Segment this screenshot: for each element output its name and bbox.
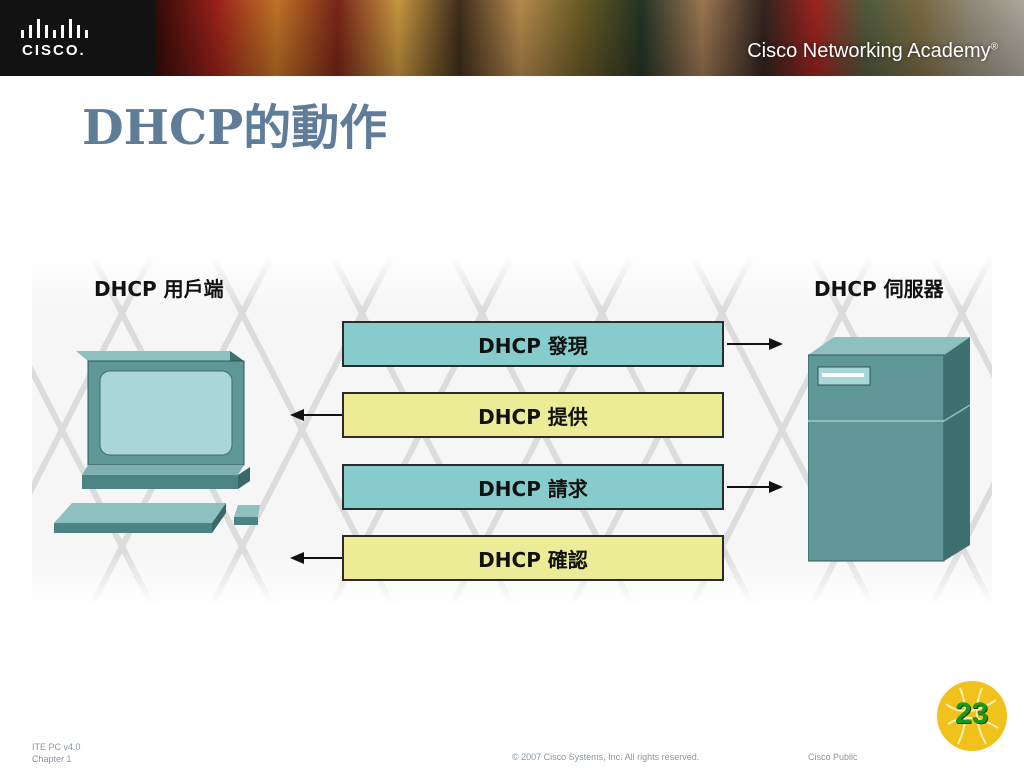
server-icon	[808, 337, 971, 562]
cisco-logo: CISCO.	[20, 18, 100, 62]
server-label: DHCP 伺服器	[814, 277, 944, 301]
dhcp-diagram: DHCP 用戶端 DHCP 伺服器 DHCP 發現 DHCP 提供 DHCP 請…	[32, 255, 992, 605]
banner-photo-strip	[155, 0, 1024, 76]
registered-mark: ®	[990, 41, 998, 53]
slide-title: DHCP的動作	[82, 100, 388, 156]
page-badge-icon	[937, 681, 1007, 751]
pc-client-icon	[54, 351, 260, 533]
arrow-right-icon	[727, 338, 783, 350]
msg-dhcp-discover: DHCP 發現	[342, 321, 724, 367]
msg-dhcp-request: DHCP 請求	[342, 464, 724, 510]
footer-chapter: Chapter 1	[32, 754, 72, 764]
msg-dhcp-ack: DHCP 確認	[342, 535, 724, 581]
cisco-wordmark: CISCO.	[22, 42, 86, 59]
footer-copyright: © 2007 Cisco Systems, Inc. All rights re…	[512, 752, 700, 762]
footer-course-info: ITE PC v4.0 Chapter 1	[32, 741, 81, 765]
academy-name: Cisco Networking Academy®	[747, 40, 998, 63]
msg-dhcp-offer: DHCP 提供	[342, 392, 724, 438]
footer-course: ITE PC v4.0	[32, 742, 81, 752]
arrow-right-icon	[727, 481, 783, 493]
cisco-bars-icon	[21, 19, 88, 38]
client-label: DHCP 用戶端	[94, 277, 224, 301]
header-banner: CISCO. Cisco Networking Academy®	[0, 0, 1024, 76]
page-number: 23	[955, 697, 989, 730]
footer-classification: Cisco Public	[808, 752, 858, 762]
academy-name-text: Cisco Networking Academy	[747, 40, 991, 62]
arrow-left-icon	[290, 552, 342, 564]
arrow-left-icon	[290, 409, 342, 421]
